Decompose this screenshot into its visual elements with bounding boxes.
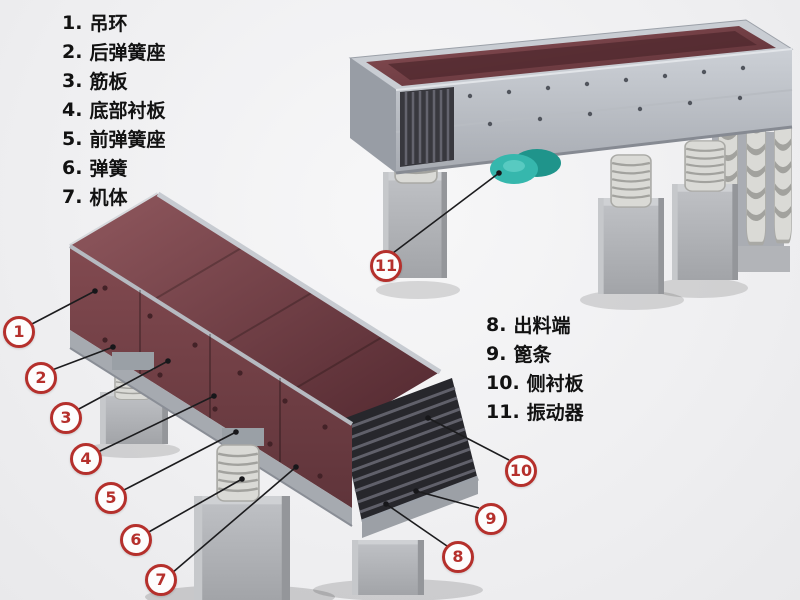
legend-item-3: 3. 筋板 xyxy=(62,66,165,95)
pedestal xyxy=(598,198,664,294)
legend-label: 底部衬板 xyxy=(89,100,166,122)
legend-label: 出料端 xyxy=(513,315,571,337)
front-pedestal xyxy=(194,496,290,600)
machine-front-view xyxy=(68,191,483,600)
leader-line-5 xyxy=(121,429,239,492)
leader-line-4 xyxy=(97,393,217,453)
legend-label: 吊环 xyxy=(89,13,128,35)
callout-8: 8 xyxy=(442,541,474,573)
legend-number: 10. xyxy=(486,371,520,394)
legend-label: 弹簧 xyxy=(89,158,128,180)
leader-line-6 xyxy=(146,476,245,534)
legend-number: 6. xyxy=(62,156,83,179)
legend-label: 篦条 xyxy=(513,344,552,366)
callout-number: 2 xyxy=(35,368,47,387)
legend-label: 筋板 xyxy=(89,71,128,93)
callout-number: 7 xyxy=(155,570,167,589)
legend-number: 4. xyxy=(62,98,83,121)
legend-number: 3. xyxy=(62,69,83,92)
vibrator-unit xyxy=(490,149,561,184)
legend-number: 7. xyxy=(62,185,83,208)
leader-line-10 xyxy=(425,415,510,461)
callout-5: 5 xyxy=(95,482,127,514)
pedestal xyxy=(672,184,738,280)
callout-number: 10 xyxy=(509,461,533,480)
front-spring xyxy=(216,444,260,502)
legend-number: 5. xyxy=(62,127,83,150)
callout-11: 11 xyxy=(370,250,402,282)
callout-4: 4 xyxy=(70,443,102,475)
legend-label: 后弹簧座 xyxy=(89,42,166,64)
machine-rear-view xyxy=(348,19,794,310)
legend-number: 9. xyxy=(486,342,507,365)
legend-number: 1. xyxy=(62,11,83,34)
callout-number: 1 xyxy=(13,322,25,341)
spring xyxy=(610,154,652,208)
spring xyxy=(684,140,726,192)
legend-label: 振动器 xyxy=(526,402,584,424)
callout-number: 9 xyxy=(485,509,497,528)
legend-label: 侧衬板 xyxy=(526,373,584,395)
legend-number: 2. xyxy=(62,40,83,63)
callout-9: 9 xyxy=(475,503,507,535)
legend-item-9: 9. 篦条 xyxy=(486,339,584,368)
legend-item-11: 11. 振动器 xyxy=(486,397,584,426)
callout-number: 3 xyxy=(60,408,72,427)
legend-item-4: 4. 底部衬板 xyxy=(62,95,165,124)
callout-number: 6 xyxy=(130,530,142,549)
legend-item-2: 2. 后弹簧座 xyxy=(62,37,165,66)
grate-ribs-rear xyxy=(400,87,454,167)
trough-body-front xyxy=(68,191,479,538)
leader-line-8 xyxy=(383,501,448,547)
leader-line-9 xyxy=(413,488,480,509)
callout-10: 10 xyxy=(505,455,537,487)
legend-label: 机体 xyxy=(89,187,128,209)
callout-6: 6 xyxy=(120,524,152,556)
rear-spring-seat xyxy=(112,352,154,370)
legend-item-6: 6. 弹簧 xyxy=(62,153,165,182)
legend-right: 8. 出料端 9. 篦条 10. 侧衬板 11. 振动器 xyxy=(486,310,584,426)
callout-number: 8 xyxy=(452,547,464,566)
legend-number: 11. xyxy=(486,400,520,423)
callout-2: 2 xyxy=(25,362,57,394)
trough-body-rear xyxy=(348,19,794,175)
legend-label: 前弹簧座 xyxy=(89,129,166,151)
callout-number: 5 xyxy=(105,488,117,507)
callout-number: 4 xyxy=(80,449,92,468)
legend-item-8: 8. 出料端 xyxy=(486,310,584,339)
legend-item-1: 1. 吊环 xyxy=(62,8,165,37)
legend-item-5: 5. 前弹簧座 xyxy=(62,124,165,153)
leader-line-11 xyxy=(392,170,502,254)
callout-number: 11 xyxy=(374,256,398,275)
leader-line-7 xyxy=(171,464,299,574)
callout-1: 1 xyxy=(3,316,35,348)
callout-3: 3 xyxy=(50,402,82,434)
callout-7: 7 xyxy=(145,564,177,596)
leader-line-1 xyxy=(29,288,98,326)
legend-item-10: 10. 侧衬板 xyxy=(486,368,584,397)
legend-number: 8. xyxy=(486,313,507,336)
front-spring-seat xyxy=(222,428,264,446)
leader-line-3 xyxy=(76,358,171,411)
leader-line-2 xyxy=(51,344,116,371)
leader-lines xyxy=(29,170,510,574)
legend-item-7: 7. 机体 xyxy=(62,182,165,211)
bolts xyxy=(102,285,328,479)
bolts xyxy=(467,65,746,127)
legend-left: 1. 吊环 2. 后弹簧座 3. 筋板 4. 底部衬板 5. 前弹簧座 6. 弹簧 7. 机体 xyxy=(62,8,165,211)
discharge-pedestal xyxy=(352,540,424,595)
